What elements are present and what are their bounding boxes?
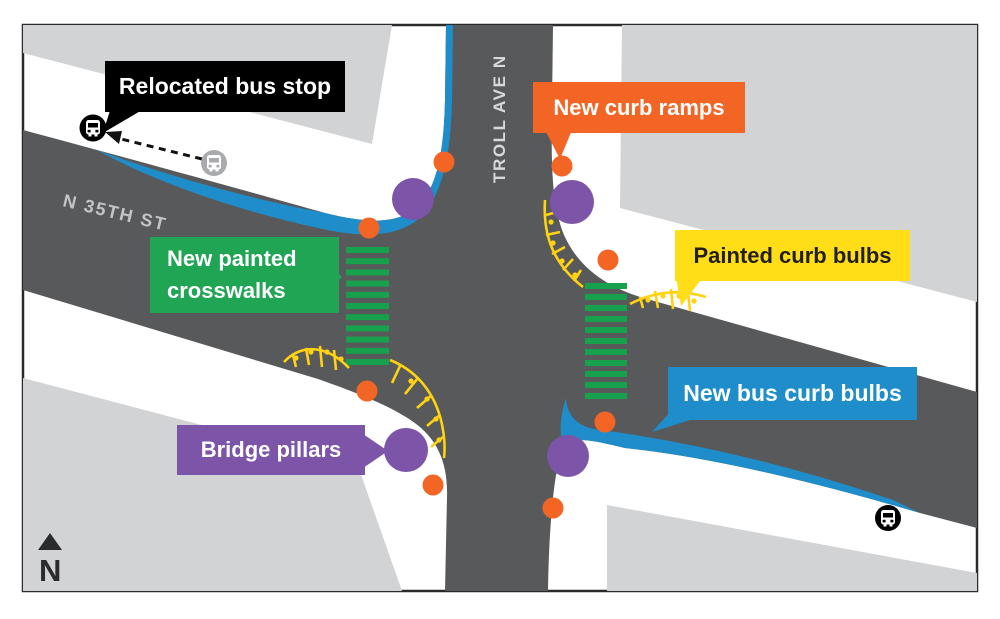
callout-bridge-pillars-label: Bridge pillars <box>200 437 342 462</box>
callout-new-curb-ramps-label: New curb ramps <box>553 94 725 120</box>
crosswalk-east <box>585 283 627 399</box>
crosswalk-west <box>346 247 389 365</box>
callout-new-bus-curb-bulbs: New bus curb bulbs <box>668 367 917 420</box>
bridge-pillar-markers <box>384 178 594 477</box>
building-southwest <box>23 378 402 591</box>
bridge-pillar-southeast <box>547 435 589 477</box>
callout-new-curb-ramps: New curb ramps <box>533 82 745 133</box>
bridge-pillar-northwest <box>392 178 434 220</box>
curb-ramp-dots <box>356 151 619 519</box>
callout-relocated-bus-stop-label: Relocated bus stop <box>118 73 332 99</box>
north-arrow-icon: N <box>38 533 62 588</box>
building-southeast <box>607 505 977 591</box>
road-surface <box>23 25 977 591</box>
callout-new-painted-crosswalks-line1: New painted <box>167 246 297 272</box>
bridge-pillars-tail <box>363 434 388 468</box>
bus-stop-icon-southeast <box>875 505 901 531</box>
new-curb-ramps-tail <box>545 130 572 159</box>
painted-curb-bulb-marks <box>283 199 707 459</box>
bus-curb-bulb-shapes <box>97 25 920 513</box>
street-label-troll-ave-n: TROLL AVE N <box>490 54 509 183</box>
bus-curb-bulb-northwest <box>97 25 453 235</box>
bridge-pillar-southwest <box>384 428 428 472</box>
callout-bridge-pillars: Bridge pillars <box>177 425 365 475</box>
callout-painted-curb-bulbs-label: Painted curb bulbs <box>693 242 892 268</box>
callout-new-painted-crosswalks: New painted crosswalks <box>150 237 339 313</box>
callout-new-bus-curb-bulbs-label: New bus curb bulbs <box>683 380 902 406</box>
old-bus-stop-icon <box>201 150 227 176</box>
painted-curb-bulbs-tail <box>676 277 703 306</box>
relocated-bus-stop-icon <box>79 114 107 142</box>
bridge-pillar-northeast <box>550 180 594 224</box>
callout-relocated-bus-stop: Relocated bus stop <box>105 61 345 112</box>
relocation-arrow <box>105 131 203 161</box>
bus-curb-bulb-southeast <box>560 398 920 513</box>
callout-painted-curb-bulbs: Painted curb bulbs <box>675 230 910 281</box>
curb-bulb-post-dots <box>293 219 697 443</box>
callout-new-painted-crosswalks-line2: crosswalks <box>167 278 286 303</box>
compass-label: N <box>39 553 61 588</box>
